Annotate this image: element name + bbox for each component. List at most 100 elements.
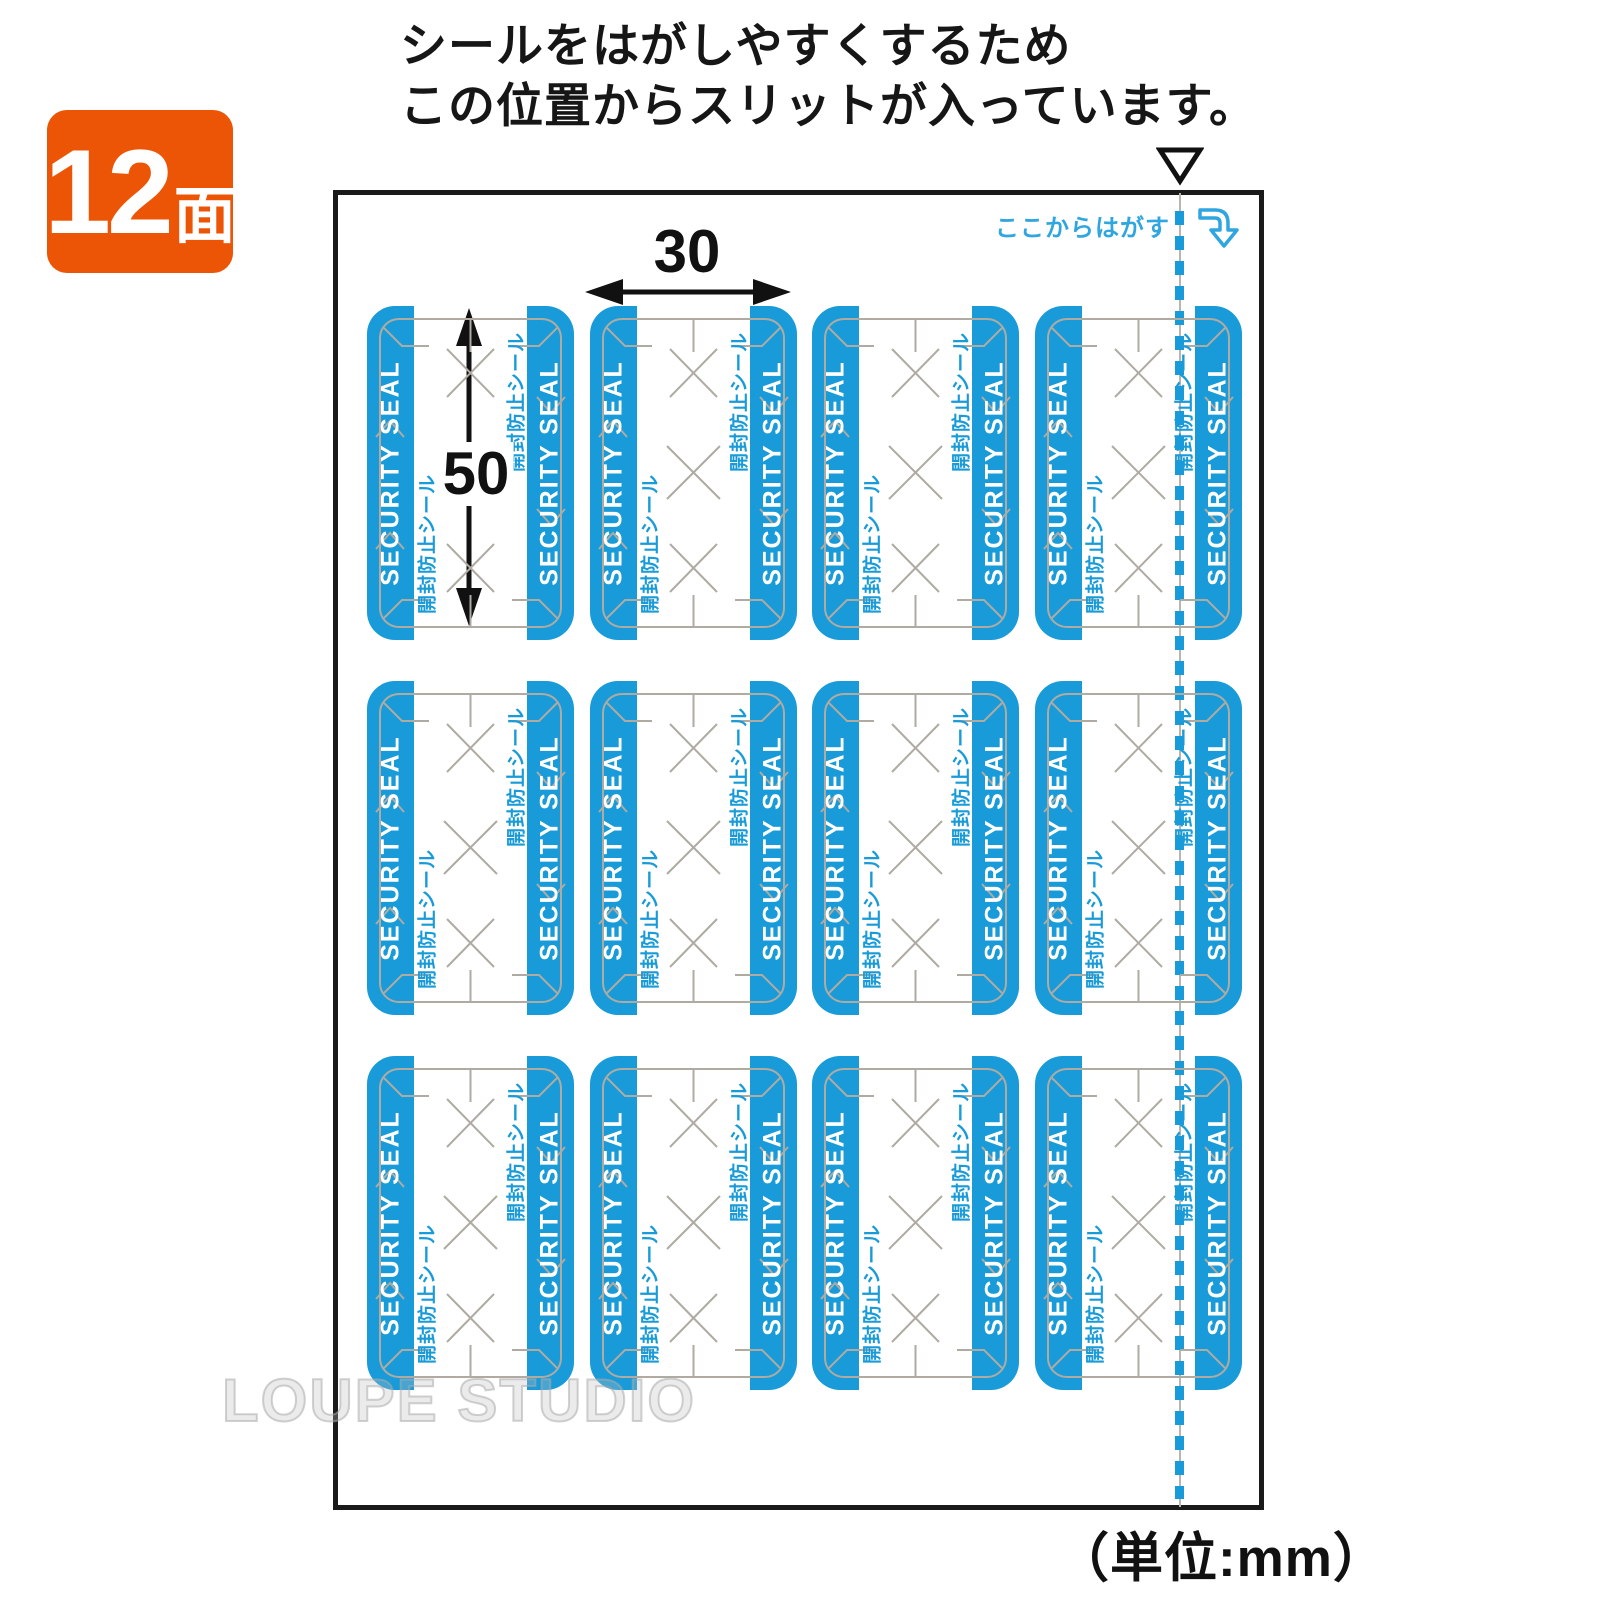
seal-grid: SECURITY SEAL SECURITY SEAL 開封防止シール 開封防止…	[367, 306, 1242, 1390]
seal-blue-band-right	[749, 1056, 797, 1390]
tamper-proof-text-right: 開封防止シール	[1174, 1081, 1195, 1223]
security-seal-text-right: SECURITY SEAL	[535, 735, 564, 961]
security-seal-text-right: SECURITY SEAL	[1203, 735, 1231, 961]
slit-annotation-text: シールをはがしやすくするため この位置からスリットが入っています。	[400, 16, 1257, 136]
unit-note: （単位:mm）	[1056, 1529, 1387, 1588]
seal-blue-band-left	[1034, 1056, 1082, 1390]
security-seal-text-left: SECURITY SEAL	[599, 360, 627, 586]
tamper-proof-text-right: 開封防止シール	[506, 1081, 528, 1223]
diecut-marks	[820, 1068, 1011, 1378]
security-seal-text-left: SECURITY SEAL	[599, 735, 627, 961]
tamper-proof-text-left: 開封防止シール	[640, 848, 661, 990]
security-seal-label: SECURITY SEAL SECURITY SEAL 開封防止シール 開封防止…	[367, 681, 574, 1015]
seal-blue-band-right	[972, 681, 1019, 1015]
tamper-proof-text-left: 開封防止シール	[417, 473, 439, 615]
slit-annotation-line1: シールをはがしやすくするため	[400, 19, 1072, 72]
security-seal-label: SECURITY SEAL SECURITY SEAL 開封防止シール 開封防止…	[367, 1056, 574, 1390]
security-seal-text-right: SECURITY SEAL	[1203, 1110, 1231, 1336]
diecut-marks	[375, 693, 566, 1003]
tamper-proof-text-right: 開封防止シール	[951, 706, 973, 848]
seal-blue-band-right	[749, 306, 797, 640]
seal-blue-band-left	[812, 306, 859, 640]
security-seal-text-left: SECURITY SEAL	[376, 1110, 405, 1336]
tamper-proof-text-right: 開封防止シール	[729, 331, 750, 473]
seal-blue-band-left	[589, 1056, 637, 1390]
seal-blue-band-right	[1194, 306, 1242, 640]
seal-blue-band-left	[589, 306, 637, 640]
seal-blue-band-right	[527, 681, 574, 1015]
slit-annotation-line2: この位置からスリットが入っています。	[400, 79, 1257, 132]
security-seal-text-left: SECURITY SEAL	[1044, 360, 1072, 586]
sheet-count-badge: 12 面	[44, 110, 236, 273]
security-seal-text-right: SECURITY SEAL	[758, 360, 786, 586]
security-seal-label: SECURITY SEAL SECURITY SEAL 開封防止シール 開封防止…	[1034, 1056, 1242, 1390]
seal-blue-band-left	[812, 1056, 859, 1390]
security-seal-text-left: SECURITY SEAL	[821, 735, 850, 961]
security-seal-text-left: SECURITY SEAL	[821, 1110, 850, 1336]
diecut-marks	[820, 318, 1011, 628]
tamper-proof-text-left: 開封防止シール	[417, 848, 439, 990]
seal-blue-band-left	[1034, 306, 1082, 640]
peel-hint-text: ここからはがす	[995, 215, 1170, 242]
watermark: LOUPE STUDIO	[221, 1366, 697, 1435]
security-seal-label: SECURITY SEAL SECURITY SEAL 開封防止シール 開封防止…	[1034, 681, 1242, 1015]
seal-blue-band-right	[527, 306, 574, 640]
seal-blue-band-right	[527, 1056, 574, 1390]
diecut-marks	[597, 318, 789, 628]
diecut-marks	[820, 693, 1011, 1003]
security-seal-label: SECURITY SEAL SECURITY SEAL 開封防止シール 開封防止…	[1034, 306, 1242, 640]
tamper-proof-text-left: 開封防止シール	[1085, 1223, 1106, 1365]
security-seal-text-left: SECURITY SEAL	[376, 735, 405, 961]
tamper-proof-text-right: 開封防止シール	[951, 331, 973, 473]
seal-blue-band-left	[367, 306, 414, 640]
tamper-proof-text-left: 開封防止シール	[862, 1223, 884, 1365]
seal-blue-band-right	[972, 306, 1019, 640]
security-seal-label: SECURITY SEAL SECURITY SEAL 開封防止シール 開封防止…	[589, 681, 797, 1015]
security-seal-text-right: SECURITY SEAL	[980, 360, 1009, 586]
badge-unit: 面	[173, 181, 236, 251]
slit-dashed-line	[1175, 211, 1184, 1499]
tamper-proof-text-left: 開封防止シール	[640, 473, 661, 615]
triangle-down-icon	[1156, 147, 1204, 186]
security-seal-text-left: SECURITY SEAL	[821, 360, 850, 586]
seal-blue-band-right	[972, 1056, 1019, 1390]
seal-blue-band-right	[749, 681, 797, 1015]
security-seal-text-right: SECURITY SEAL	[535, 360, 564, 586]
diecut-marks	[375, 1068, 566, 1378]
tamper-proof-text-right: 開封防止シール	[729, 706, 750, 848]
seal-blue-band-right	[1194, 1056, 1242, 1390]
security-seal-label: SECURITY SEAL SECURITY SEAL 開封防止シール 開封防止…	[812, 306, 1019, 640]
tamper-proof-text-left: 開封防止シール	[417, 1223, 439, 1365]
tamper-proof-text-right: 開封防止シール	[1174, 331, 1195, 473]
seal-blue-band-left	[589, 681, 637, 1015]
security-seal-label: SECURITY SEAL SECURITY SEAL 開封防止シール 開封防止…	[812, 681, 1019, 1015]
badge-count: 12	[44, 124, 173, 259]
tamper-proof-text-left: 開封防止シール	[1085, 473, 1106, 615]
diecut-marks	[1042, 693, 1234, 1003]
security-seal-text-right: SECURITY SEAL	[535, 1110, 564, 1336]
security-seal-text-left: SECURITY SEAL	[599, 1110, 627, 1336]
height-dimension-value: 50	[438, 442, 514, 506]
tamper-proof-text-left: 開封防止シール	[640, 1223, 661, 1365]
seal-blue-band-left	[1034, 681, 1082, 1015]
seal-blue-band-left	[367, 681, 414, 1015]
tamper-proof-text-left: 開封防止シール	[862, 473, 884, 615]
seal-blue-band-left	[812, 681, 859, 1015]
tamper-proof-text-right: 開封防止シール	[951, 1081, 973, 1223]
security-seal-text-right: SECURITY SEAL	[1203, 360, 1231, 586]
security-seal-text-left: SECURITY SEAL	[1044, 1110, 1072, 1336]
seal-blue-band-left	[367, 1056, 414, 1390]
width-dimension-value: 30	[653, 218, 721, 285]
diecut-marks	[1042, 1068, 1234, 1378]
security-seal-text-right: SECURITY SEAL	[980, 735, 1009, 961]
tamper-proof-text-right: 開封防止シール	[506, 706, 528, 848]
security-seal-label: SECURITY SEAL SECURITY SEAL 開封防止シール 開封防止…	[812, 1056, 1019, 1390]
curved-arrow-down-icon	[1198, 208, 1239, 248]
tamper-proof-text-left: 開封防止シール	[1085, 848, 1106, 990]
diecut-marks	[1042, 318, 1234, 628]
diecut-marks	[597, 1068, 789, 1378]
security-seal-text-right: SECURITY SEAL	[758, 1110, 786, 1336]
diecut-marks	[597, 693, 789, 1003]
tamper-proof-text-right: 開封防止シール	[729, 1081, 750, 1223]
